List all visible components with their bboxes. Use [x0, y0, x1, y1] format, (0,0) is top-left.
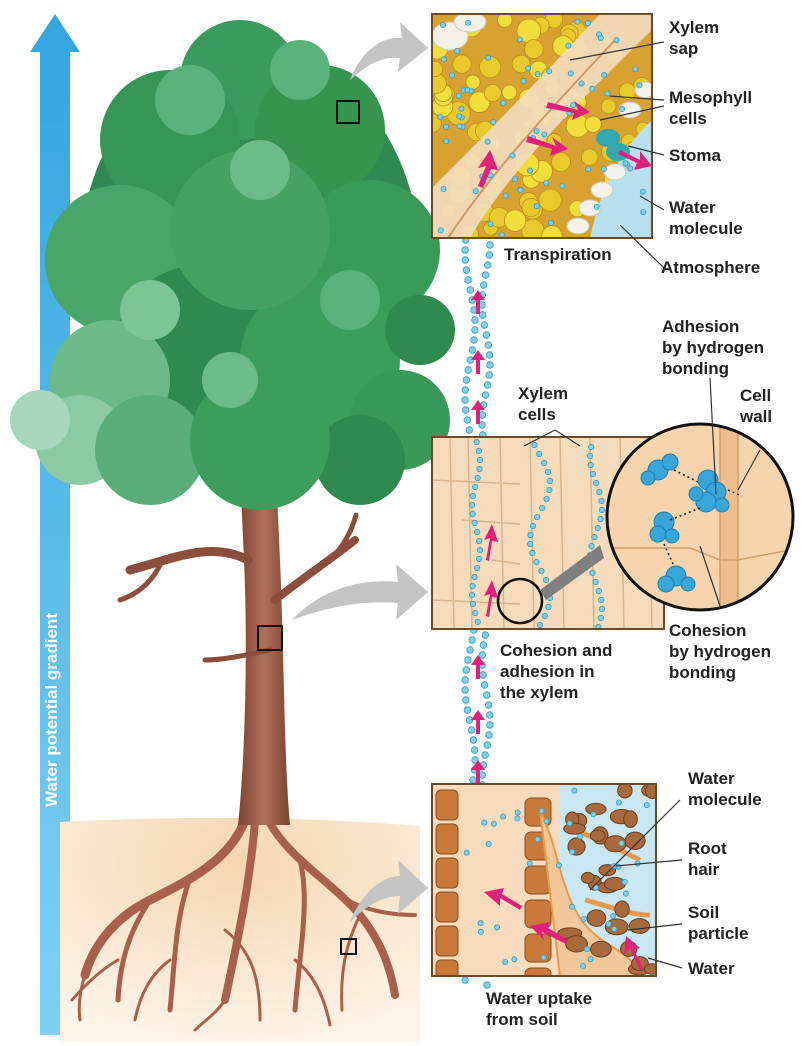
- leaf-panel: [423, 3, 655, 245]
- label-water-molecule-leaf: Water molecule: [669, 197, 743, 239]
- water-potential-gradient-label: Water potential gradient: [38, 400, 66, 1020]
- label-cohesion: Cohesion by hydrogen bonding: [669, 620, 771, 683]
- label-water: Water: [688, 958, 735, 979]
- label-root-hair: Root hair: [688, 838, 727, 880]
- title-water-uptake: Water uptake from soil: [486, 988, 592, 1030]
- label-stoma: Stoma: [669, 145, 721, 166]
- label-mesophyll-cells: Mesophyll cells: [669, 87, 752, 129]
- label-adhesion: Adhesion by hydrogen bonding: [662, 316, 764, 379]
- title-transpiration: Transpiration: [504, 244, 612, 265]
- label-xylem-cells: Xylem cells: [518, 383, 568, 425]
- label-atmosphere: Atmosphere: [661, 257, 760, 278]
- label-cell-wall: Cell wall: [740, 385, 772, 427]
- title-cohesion-adhesion: Cohesion and adhesion in the xylem: [500, 640, 612, 703]
- tree-foliage: [10, 20, 455, 510]
- label-water-molecule-root: Water molecule: [688, 768, 762, 810]
- label-soil-particle: Soil particle: [688, 902, 748, 944]
- root-panel: [432, 783, 660, 996]
- label-xylem-sap: Xylem sap: [669, 17, 719, 59]
